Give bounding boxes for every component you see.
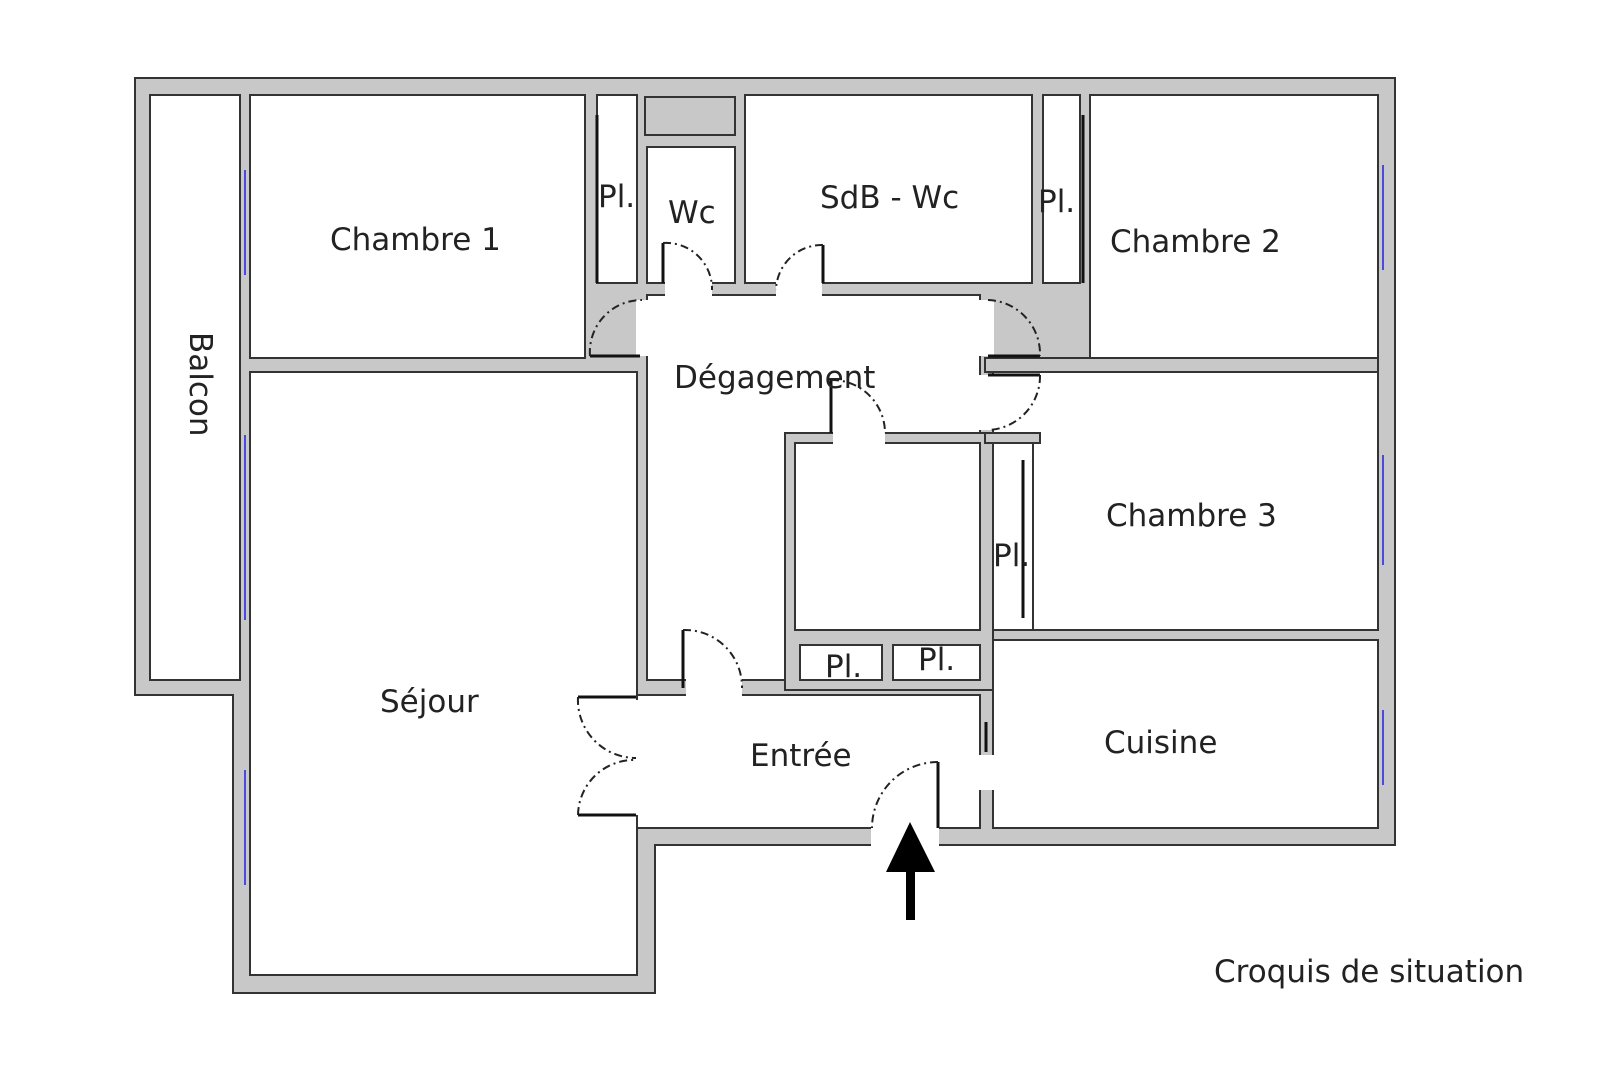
label-placard-4: Pl. [825, 649, 862, 685]
room-chambre-2 [1089, 94, 1379, 359]
windows [244, 165, 1384, 885]
room-cuisine [992, 639, 1379, 829]
room-placard-4 [799, 644, 883, 681]
label-wc: Wc [668, 195, 716, 231]
room-chambre-1 [249, 94, 586, 359]
room-sejour [249, 371, 638, 976]
room-placard-1 [596, 94, 638, 284]
label-sdb-wc: SdB - Wc [820, 180, 959, 216]
room-unnamed [794, 442, 981, 631]
label-placard-1: Pl. [598, 179, 635, 215]
caption: Croquis de situation [1214, 954, 1524, 990]
label-balcon: Balcon [182, 332, 218, 437]
label-placard-5: Pl. [918, 642, 955, 678]
label-sejour: Séjour [380, 684, 479, 720]
label-cuisine: Cuisine [1104, 725, 1217, 761]
label-placard-3: Pl. [993, 538, 1030, 574]
wall-segment [984, 432, 1041, 444]
entrance-arrow-icon [886, 822, 935, 920]
label-chambre-1: Chambre 1 [330, 222, 501, 258]
shaft [644, 96, 736, 136]
label-degagement: Dégagement [674, 360, 875, 396]
label-placard-2: Pl. [1038, 184, 1075, 220]
label-chambre-2: Chambre 2 [1110, 224, 1281, 260]
room-placard-5 [892, 644, 981, 681]
room-placard-3 [992, 442, 1034, 631]
room-sdb-wc [744, 94, 1033, 284]
wall-segment [984, 357, 1379, 373]
room-balcon [149, 94, 241, 681]
room-entree [636, 694, 981, 829]
room-placard-2 [1042, 94, 1081, 284]
label-entree: Entrée [750, 738, 852, 774]
label-chambre-3: Chambre 3 [1106, 498, 1277, 534]
